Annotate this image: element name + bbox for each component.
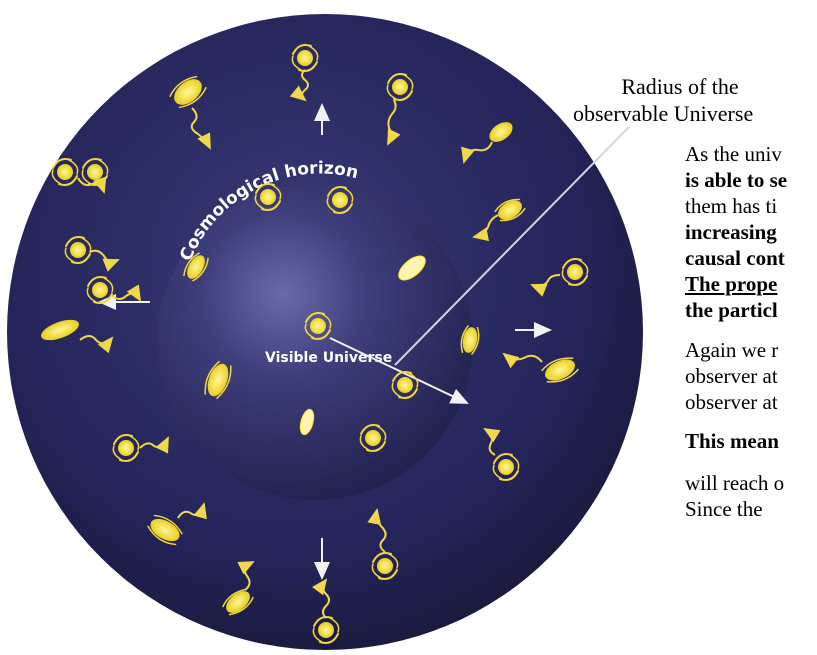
text-line: increasing	[685, 220, 777, 244]
text-line: As the univ	[685, 142, 782, 166]
text-line: Again we r	[685, 338, 779, 362]
callout-label-line2: observable Universe	[571, 101, 756, 127]
galaxy-icon	[183, 252, 209, 282]
radius-arrow	[329, 337, 469, 404]
text-line: Since the	[685, 497, 763, 521]
text-line: observer at	[685, 364, 778, 388]
text-line: This mean	[685, 429, 779, 453]
text-line: The prope	[685, 272, 778, 296]
galaxy-icon	[460, 325, 480, 355]
galaxy-icon	[299, 408, 315, 436]
text-line: the particl	[685, 298, 778, 322]
visible-universe-label: Visible Universe	[265, 350, 392, 366]
text-line: them has ti	[685, 194, 778, 218]
galaxy-icon	[398, 255, 426, 281]
text-line: observer at	[685, 390, 778, 414]
callout-label-line1: Radius of the	[621, 74, 739, 99]
galaxy-icon	[204, 360, 232, 400]
text-line: causal cont	[685, 246, 785, 270]
outer-galaxy-group	[41, 44, 589, 644]
visible-universe-sphere	[157, 184, 473, 500]
callout-pointer-line	[394, 125, 631, 366]
text-line: will reach o	[685, 471, 785, 495]
text-line: is able to se	[685, 168, 788, 192]
